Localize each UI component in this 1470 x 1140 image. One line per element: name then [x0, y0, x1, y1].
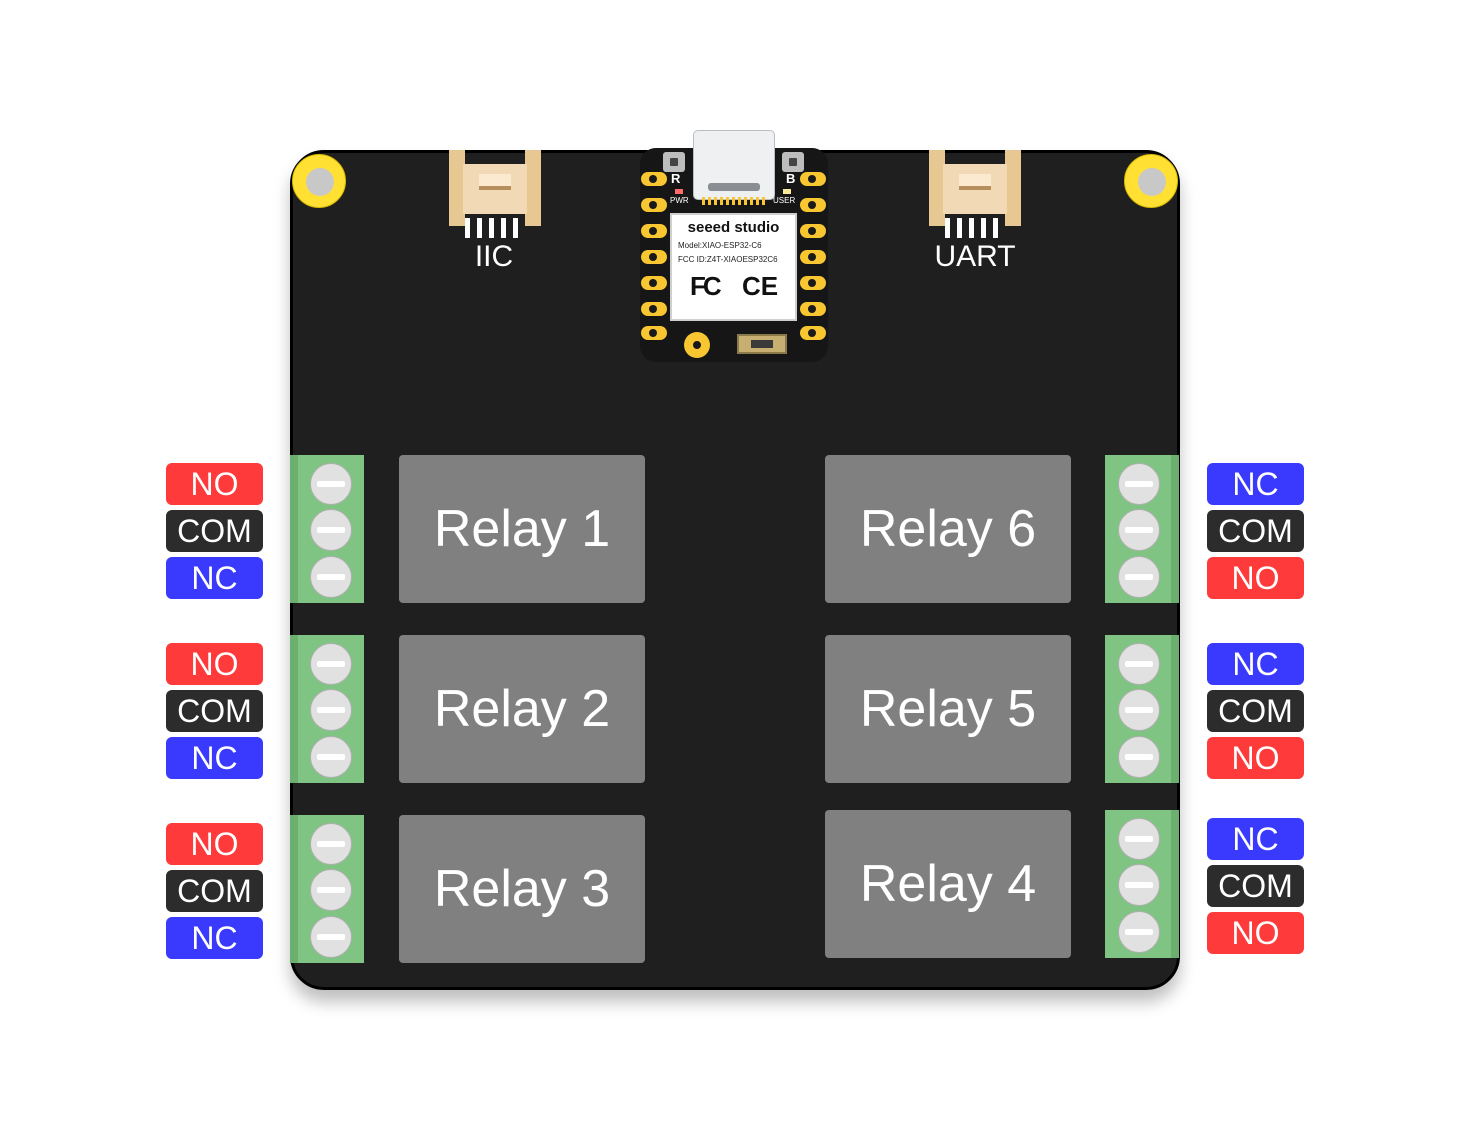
relay-1-nc-tag: NC	[166, 557, 263, 599]
pin-pad	[800, 326, 826, 340]
pin-pad	[800, 276, 826, 290]
pin-pad	[641, 250, 667, 264]
relay-3-com-tag: COM	[166, 870, 263, 912]
pin-pad	[800, 198, 826, 212]
relay-1-no-tag: NO	[166, 463, 263, 505]
screw-icon	[1118, 556, 1160, 598]
screw-icon	[1118, 643, 1160, 685]
relay-6-no-tag: NO	[1207, 557, 1304, 599]
relay-3-nc-tag: NC	[166, 917, 263, 959]
relay-4-nc-tag: NC	[1207, 818, 1304, 860]
screw-icon	[310, 823, 352, 865]
battery-pads	[737, 334, 787, 354]
relay-3-no-tag: NO	[166, 823, 263, 865]
pwr-led	[675, 189, 683, 194]
screw-icon	[310, 916, 352, 958]
relay-1: Relay 1	[399, 455, 645, 603]
pin-pad	[800, 250, 826, 264]
mounting-hole-top-right	[1124, 154, 1178, 208]
fcc-id-text: FCC ID:Z4T-XIAOESP32C6	[678, 255, 778, 264]
mounting-hole-top-left	[292, 154, 346, 208]
antenna-connector	[684, 332, 710, 358]
reset-letter: R	[671, 171, 681, 186]
uart-connector	[929, 150, 1021, 238]
iic-connector	[449, 150, 541, 238]
relay-5-com-tag: COM	[1207, 690, 1304, 732]
model-text: Model:XIAO-ESP32-C6	[678, 241, 762, 250]
relay-4: Relay 4	[825, 810, 1071, 958]
screw-icon	[1118, 818, 1160, 860]
pin-pad	[641, 302, 667, 316]
pin-pad	[641, 198, 667, 212]
pin-pad	[800, 172, 826, 186]
fc-mark: FC	[690, 271, 722, 301]
pin-pad	[800, 224, 826, 238]
relay-6-nc-tag: NC	[1207, 463, 1304, 505]
screw-icon	[310, 643, 352, 685]
usb-pin-strip	[702, 197, 766, 205]
screw-icon	[310, 463, 352, 505]
relay-4-no-tag: NO	[1207, 912, 1304, 954]
usb-c-port	[693, 130, 775, 200]
relay-6: Relay 6	[825, 455, 1071, 603]
relay-5: Relay 5	[825, 635, 1071, 783]
screw-icon	[1118, 689, 1160, 731]
screw-icon	[1118, 736, 1160, 778]
reset-button	[663, 152, 685, 172]
pin-pad	[641, 276, 667, 290]
relay-3: Relay 3	[399, 815, 645, 963]
relay-2-no-tag: NO	[166, 643, 263, 685]
screw-icon	[310, 689, 352, 731]
screw-icon	[1118, 864, 1160, 906]
pin-pad	[800, 302, 826, 316]
screw-icon	[310, 869, 352, 911]
screw-icon	[1118, 509, 1160, 551]
pwr-label: PWR	[670, 196, 689, 205]
relay-5-no-tag: NO	[1207, 737, 1304, 779]
pin-pad	[641, 224, 667, 238]
iic-label: IIC	[474, 240, 514, 273]
pin-pad	[641, 172, 667, 186]
relay-5-nc-tag: NC	[1207, 643, 1304, 685]
user-label: USER	[773, 196, 796, 205]
relay-1-com-tag: COM	[166, 510, 263, 552]
uart-label: UART	[934, 240, 1016, 273]
relay-4-com-tag: COM	[1207, 865, 1304, 907]
boot-button	[782, 152, 804, 172]
boot-letter: B	[786, 171, 796, 186]
screw-icon	[310, 509, 352, 551]
brand-text: seeed studio	[687, 219, 780, 236]
relay-6-com-tag: COM	[1207, 510, 1304, 552]
relay-2-nc-tag: NC	[166, 737, 263, 779]
relay-2-com-tag: COM	[166, 690, 263, 732]
screw-icon	[1118, 911, 1160, 953]
pin-pad	[641, 326, 667, 340]
ce-mark: CE	[742, 271, 779, 301]
screw-icon	[1118, 463, 1160, 505]
screw-icon	[310, 556, 352, 598]
rf-shield: seeed studio Model:XIAO-ESP32-C6 FCC ID:…	[670, 213, 797, 321]
screw-icon	[310, 736, 352, 778]
user-led	[783, 189, 791, 194]
relay-2: Relay 2	[399, 635, 645, 783]
